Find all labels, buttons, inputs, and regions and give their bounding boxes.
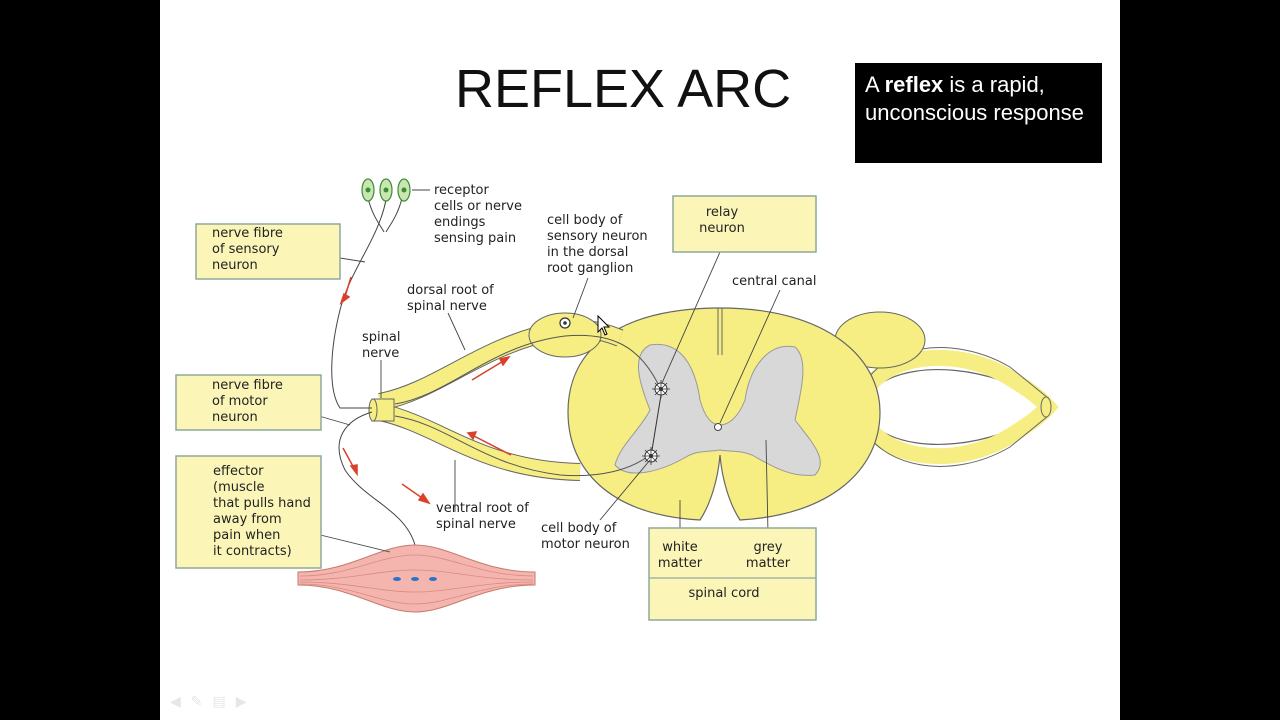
label-motor-fibre-line-3: neuron [212,410,258,425]
label-effector-line-3: that pulls hand [213,496,311,511]
label-effector-line-1: effector [213,464,264,479]
label-effector-line-5: pain when [213,528,280,543]
label-dorsal-root-line-2: spinal nerve [407,299,487,314]
label-dorsal-root-line-1: dorsal root of [407,283,494,298]
label-white-matter-line-1: white [662,540,698,555]
label-spinal-nerve-line-2: nerve [362,346,399,361]
label-cell-body-sensory-line-1: cell body of [547,213,623,228]
motor-fibre-label-box [175,374,322,431]
slide-nav: ◀ ✎ ▤ ▶ [170,694,247,710]
label-cell-body-motor-line-1: cell body of [541,521,617,536]
definition-box: A reflex is a rapid, unconscious respons… [855,63,1102,163]
label-effector-line-4: away from [213,512,282,527]
slide-title: REFLEX ARC [455,59,792,119]
receptor-cells [361,178,411,202]
label-white-matter-line-2: matter [658,556,703,571]
label-cell-body-sensory-line-3: in the dorsal [547,245,628,260]
edit-icon[interactable]: ✎ [190,694,203,710]
dorsal-root-ganglion [528,312,602,358]
central-canal-dot [714,423,722,431]
label-ventral-root-line-2: spinal nerve [436,517,516,532]
spinal-cord-label-box [648,527,817,621]
menu-icon[interactable]: ▤ [212,694,226,710]
sensory-nerve-fibre [331,199,387,409]
label-central-canal: central canal [732,274,816,289]
definition-suffix: is a rapid, unconscious response [865,72,1084,125]
impulse-arrows [339,276,512,505]
label-motor-fibre-line-2: of motor [212,394,268,409]
definition-prefix: A [865,72,885,97]
sensory-fibre-label-box [195,223,341,280]
spinal-cord [368,307,1059,521]
prev-icon[interactable]: ◀ [170,694,181,710]
label-effector-line-6: it contracts) [213,544,292,559]
effector-muscle [297,544,536,613]
label-grey-matter-line-1: grey [753,540,782,555]
label-sensory-fibre-line-3: neuron [212,258,258,273]
label-sensory-fibre-line-2: of sensory [212,242,280,257]
label-sensory-fibre-line-1: nerve fibre [212,226,283,241]
label-ventral-root-line-1: ventral root of [436,501,529,516]
definition-bold: reflex [884,72,944,97]
label-effector-line-2: (muscle [213,480,265,495]
label-relay-line-1: relay [706,205,739,220]
effector-label-box [175,455,322,569]
label-cell-body-sensory-line-2: sensory neuron [547,229,648,244]
relay-neuron-body [652,380,670,398]
label-receptor-line-4: sensing pain [434,231,516,246]
relay-label-box [672,195,817,253]
label-cell-body-sensory-line-4: root ganglion [547,261,633,276]
mouse-cursor [597,314,611,336]
label-receptor-line-2: cells or nerve [434,199,522,214]
next-icon[interactable]: ▶ [235,694,247,710]
label-receptor-line-1: receptor [434,183,490,198]
label-relay-line-2: neuron [699,221,745,236]
label-receptor-line-3: endings [434,215,486,230]
label-grey-matter-line-2: matter [746,556,791,571]
label-spinal-cord: spinal cord [688,586,759,601]
label-cell-body-motor-line-2: motor neuron [541,537,630,552]
motor-neuron-body [642,447,660,465]
label-spinal-nerve-line-1: spinal [362,330,400,345]
label-motor-fibre-line-1: nerve fibre [212,378,283,393]
